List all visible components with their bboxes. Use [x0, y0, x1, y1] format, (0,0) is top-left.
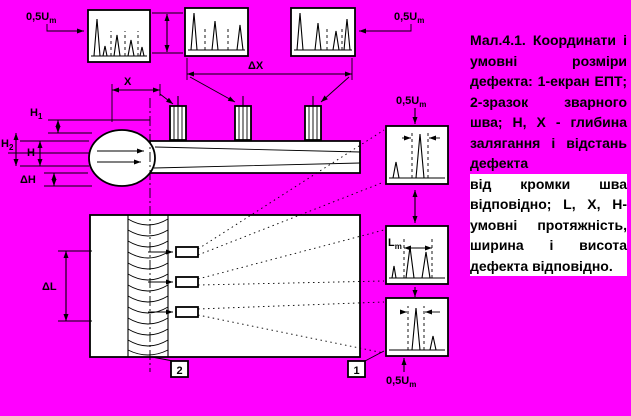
- ref-1-callout: 1: [347, 350, 385, 378]
- weld-seam-edges: [127, 215, 169, 357]
- crt-screen-right-a: [385, 125, 449, 185]
- caption-part-2-highlighted: від кромки шва відповідно; L, X, Н-умовн…: [470, 173, 627, 276]
- probe-1: [169, 96, 187, 141]
- amplitude-dimension: [152, 12, 183, 54]
- crt-screen-right-c: [385, 297, 449, 357]
- depth-dimensions: H1 H2 H ΔH: [1, 107, 150, 187]
- label-ref-2: 2: [176, 365, 182, 377]
- label-ref-1: 1: [353, 365, 359, 377]
- label-amp-top-left: 0,5Um: [26, 11, 56, 25]
- leader-amp-top-right: [359, 24, 412, 34]
- label-delta-l: ΔL: [42, 281, 57, 293]
- leader-amp-top-left: [46, 24, 84, 34]
- figure-caption: Мал.4.1. Координати і умовні розміри деф…: [470, 30, 627, 276]
- defect-mark-1: [175, 246, 199, 258]
- label-amp-top-right: 0,5Um: [394, 11, 424, 25]
- label-delta-x: ΔX: [248, 60, 264, 72]
- crt-screen-right-b: Lm: [385, 225, 449, 285]
- label-h1: H1: [30, 107, 43, 121]
- crt-screen-top-2: [184, 7, 249, 57]
- label-x: X: [124, 76, 132, 88]
- caption-part-1: Мал.4.1. Координати і умовні розміри деф…: [470, 32, 627, 171]
- delta-x-dimension: ΔX: [186, 58, 353, 103]
- label-h2: H2: [1, 138, 14, 152]
- label-h: H: [27, 147, 35, 159]
- delta-l-dimension: ΔL: [42, 250, 92, 322]
- label-delta-h: ΔH: [20, 174, 36, 186]
- defect-to-screen-leaders: [197, 129, 385, 354]
- x-dimension: X: [111, 76, 174, 122]
- specimen-side-view: [88, 129, 361, 187]
- label-amp-right-bottom: 0,5Um: [386, 375, 416, 389]
- defect-mark-3: [175, 306, 199, 318]
- weld-bead-cross-section: [88, 129, 156, 187]
- probe-3: [304, 96, 322, 141]
- weld-ripples: [127, 218, 169, 356]
- label-amp-right-top: 0,5Um: [396, 95, 426, 109]
- crt-screen-top-1: [87, 9, 151, 63]
- probe-2: [234, 96, 252, 141]
- specimen-top-view: [89, 214, 361, 358]
- defect-mark-2: [175, 276, 199, 288]
- crt-screen-top-3: [290, 7, 356, 57]
- ref-2-callout: 2: [151, 356, 189, 378]
- label-lm: Lm: [388, 237, 402, 251]
